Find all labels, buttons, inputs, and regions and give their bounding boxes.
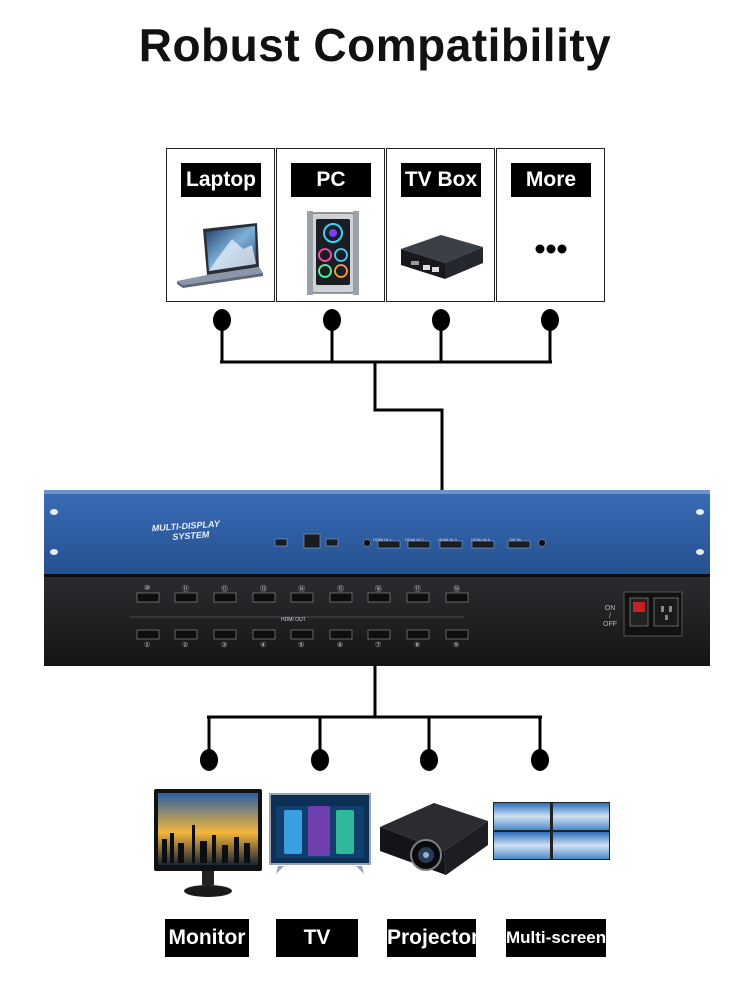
source-tv-box: TV Box <box>386 148 495 302</box>
hdmi-output-port <box>445 629 469 640</box>
port-number: ② <box>182 642 189 649</box>
port-number: ③ <box>221 642 228 649</box>
projector-icon <box>380 803 488 875</box>
laptop-icon <box>177 223 263 288</box>
output-connector-dot <box>311 749 329 771</box>
source-label-more: More <box>511 163 591 197</box>
source-label-pc: PC <box>291 163 371 197</box>
source-pc: PC <box>276 148 385 302</box>
source-connector-dot <box>213 309 231 331</box>
output-label-monitor: Monitor <box>165 919 249 957</box>
port-number: ⑧ <box>414 642 421 649</box>
power-label-off: OFF <box>603 621 617 628</box>
port-number: ⑤ <box>298 642 305 649</box>
power-label-slash: / <box>609 613 611 620</box>
output-connector-dot <box>420 749 438 771</box>
port-number: ① <box>144 642 151 649</box>
source-connector-dot <box>432 309 450 331</box>
multi-display-device <box>44 490 710 666</box>
input-caption: HDMI IN 3 <box>438 537 457 542</box>
source-label-laptop: Laptop <box>181 163 261 197</box>
source-connector-dot <box>541 309 559 331</box>
port-number: ⑪ <box>182 586 189 593</box>
port-number: ⑱ <box>453 586 460 593</box>
power-label-on: ON <box>604 605 616 612</box>
tv-icon <box>269 793 371 874</box>
output-label-tv: TV <box>276 919 358 957</box>
output-connector-dot <box>200 749 218 771</box>
source-connector-dot <box>323 309 341 331</box>
port-number: ⑮ <box>337 586 344 593</box>
page-title: Robust Compatibility <box>138 19 612 71</box>
port-number: ⑰ <box>414 586 421 593</box>
hdmi-output-port <box>213 592 237 603</box>
output-label-multi-screen: Multi-screen <box>506 919 606 957</box>
input-caption: HDMI IN 2 <box>405 537 424 542</box>
source-more: More <box>496 148 605 302</box>
port-number: ⑩ <box>144 585 151 592</box>
hdmi-output-port <box>367 592 391 603</box>
port-number: ④ <box>260 642 267 649</box>
port-number: ⑬ <box>260 586 267 593</box>
input-caption: HDMI IN 1 <box>373 537 392 542</box>
input-caption: HDMI IN 4 <box>471 537 490 542</box>
hdmi-output-port <box>367 629 391 640</box>
hdmi-output-port <box>406 629 430 640</box>
source-laptop: Laptop <box>166 148 275 302</box>
hdmi-output-port <box>136 629 160 640</box>
hdmi-output-port <box>174 629 198 640</box>
output-connector-dot <box>531 749 549 771</box>
hdmi-output-port <box>136 592 160 603</box>
input-caption: DP IN <box>510 537 521 542</box>
hdmi-output-port <box>290 592 314 603</box>
tv-box-icon <box>401 235 483 279</box>
output-label-projector: Projector <box>387 919 479 957</box>
pc-tower-icon <box>307 211 359 295</box>
ellipsis-icon <box>535 244 567 254</box>
power-label: ON / OFF <box>603 605 617 629</box>
port-number: ⑨ <box>453 642 460 649</box>
port-number: ⑫ <box>221 586 228 593</box>
port-number: ⑭ <box>298 586 305 593</box>
hdmi-output-port <box>329 592 353 603</box>
monitor-icon <box>154 789 262 897</box>
port-number: ⑯ <box>375 586 382 593</box>
output-caption: HDMI OUT <box>281 617 306 623</box>
port-number: ⑦ <box>375 642 382 649</box>
video-wall-icon <box>493 802 610 860</box>
hdmi-output-port <box>252 629 276 640</box>
hdmi-output-port <box>252 592 276 603</box>
hdmi-output-port <box>213 629 237 640</box>
source-label-tv-box: TV Box <box>401 163 481 197</box>
hdmi-output-port <box>290 629 314 640</box>
hdmi-output-port <box>406 592 430 603</box>
hdmi-output-port <box>329 629 353 640</box>
port-number: ⑥ <box>337 642 344 649</box>
hdmi-output-port <box>445 592 469 603</box>
hdmi-output-port <box>174 592 198 603</box>
